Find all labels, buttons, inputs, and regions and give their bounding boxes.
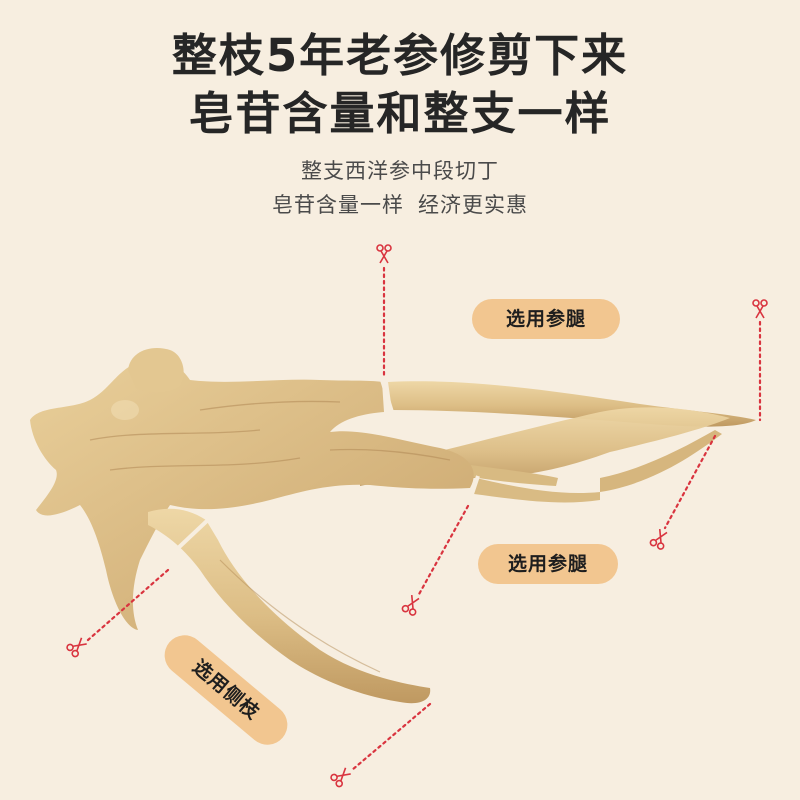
label-lower-leg: 选用参腿	[478, 544, 618, 584]
scissors-icon	[649, 528, 668, 550]
subheadline-line-1: 整支西洋参中段切丁	[301, 159, 499, 183]
headline-line-1: 整枝5年老参修剪下来	[171, 29, 629, 82]
cut-line-side-leg-tip	[350, 702, 432, 772]
scissors-icon	[401, 594, 420, 616]
cut-line-middle-leg	[416, 504, 470, 598]
headline-line-2: 皂苷含量和整支一样	[188, 87, 612, 140]
cut-gaps	[174, 379, 480, 552]
scissors-icon	[752, 299, 768, 319]
middle-leg-root	[474, 478, 600, 503]
dotted-cut-lines	[86, 266, 762, 772]
side-leg-root	[148, 508, 431, 704]
root-crown	[30, 348, 474, 630]
scissors-icons	[66, 244, 768, 788]
subheadline-saponin-text: 皂苷含量一样	[272, 193, 404, 217]
cut-line-thin-root	[663, 434, 717, 530]
scissors-icon	[330, 767, 351, 788]
cut-line-side-branch	[86, 568, 170, 642]
subheadline-economy-text: 经济更实惠	[418, 193, 528, 217]
subheadline-line-2: 皂苷含量一样经济更实惠	[0, 190, 800, 220]
scissors-icon	[376, 244, 392, 264]
scissors-icon	[66, 637, 87, 658]
label-upper-leg: 选用参腿	[472, 299, 620, 339]
